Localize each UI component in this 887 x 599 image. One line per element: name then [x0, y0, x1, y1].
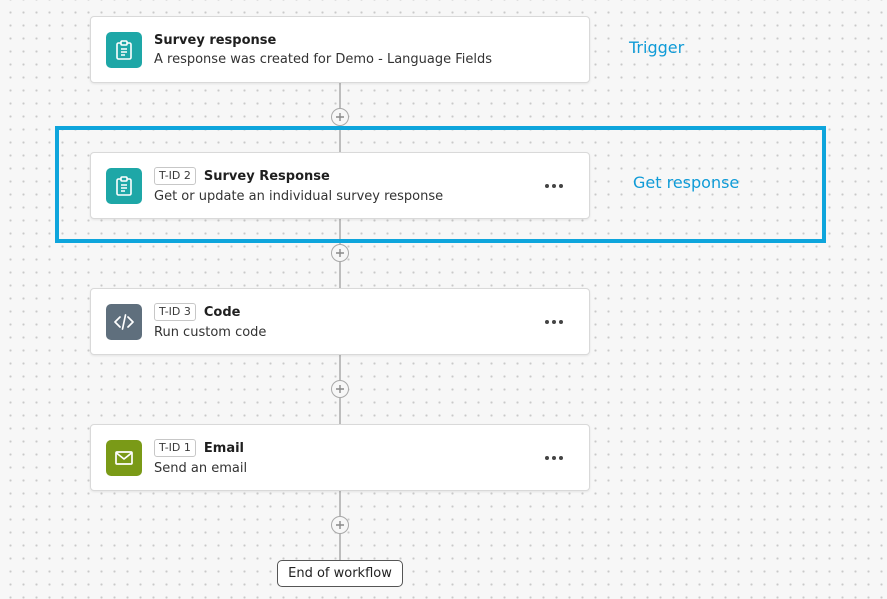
dot-icon [545, 455, 549, 460]
task-card-survey-response[interactable]: T-ID 2 Survey Response Get or update an … [90, 152, 590, 219]
task-icon-tile [106, 303, 142, 340]
dot-icon [552, 183, 556, 188]
add-step-button[interactable] [331, 516, 349, 534]
clipboard-icon [116, 39, 132, 60]
add-step-button[interactable] [331, 244, 349, 262]
task-title: Email [203, 440, 245, 456]
task-icon-tile [106, 439, 142, 476]
add-step-button[interactable] [331, 108, 349, 126]
dot-icon [552, 455, 556, 460]
trigger-card[interactable]: Survey response A response was created f… [90, 16, 590, 83]
trigger-label: Trigger [629, 38, 685, 57]
dot-icon [559, 455, 563, 460]
clipboard-icon [116, 175, 132, 196]
task-icon-tile [106, 167, 142, 204]
dot-icon [559, 183, 563, 188]
plus-icon [336, 113, 344, 121]
plus-icon [336, 385, 344, 393]
trigger-title: Survey response [154, 32, 277, 48]
dot-icon [559, 319, 563, 324]
more-options-button[interactable] [541, 452, 567, 464]
more-options-button[interactable] [541, 316, 567, 328]
end-of-workflow-marker: End of workflow [277, 560, 403, 587]
trigger-description: A response was created for Demo - Langua… [154, 51, 493, 67]
add-step-button[interactable] [331, 380, 349, 398]
task-id-badge: T-ID 3 [154, 303, 196, 321]
get-response-label: Get response [633, 173, 740, 192]
more-options-button[interactable] [541, 180, 567, 192]
task-title: Survey Response [203, 168, 330, 184]
envelope-icon [115, 450, 133, 465]
task-description: Send an email [154, 461, 248, 476]
plus-icon [336, 249, 344, 257]
task-description: Run custom code [154, 325, 267, 340]
task-card-email[interactable]: T-ID 1 Email Send an email [90, 424, 590, 491]
trigger-icon-tile [106, 31, 142, 68]
task-description: Get or update an individual survey respo… [154, 189, 444, 204]
task-id-badge: T-ID 1 [154, 439, 196, 457]
dot-icon [545, 319, 549, 324]
task-card-code[interactable]: T-ID 3 Code Run custom code [90, 288, 590, 355]
dot-icon [545, 183, 549, 188]
task-id-badge: T-ID 2 [154, 167, 196, 185]
code-icon [114, 313, 134, 330]
highlight-box [55, 126, 826, 243]
plus-icon [336, 521, 344, 529]
task-title: Code [203, 304, 241, 320]
dot-icon [552, 319, 556, 324]
